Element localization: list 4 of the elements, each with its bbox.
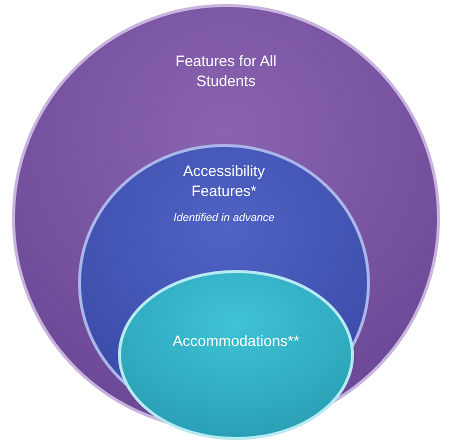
circle-label: Accessibility Features* [182, 162, 266, 202]
circle-note: Identified in advance [174, 211, 274, 226]
circle-label: Features for All Students [174, 52, 278, 92]
circle-label: Accommodations** [172, 332, 300, 352]
